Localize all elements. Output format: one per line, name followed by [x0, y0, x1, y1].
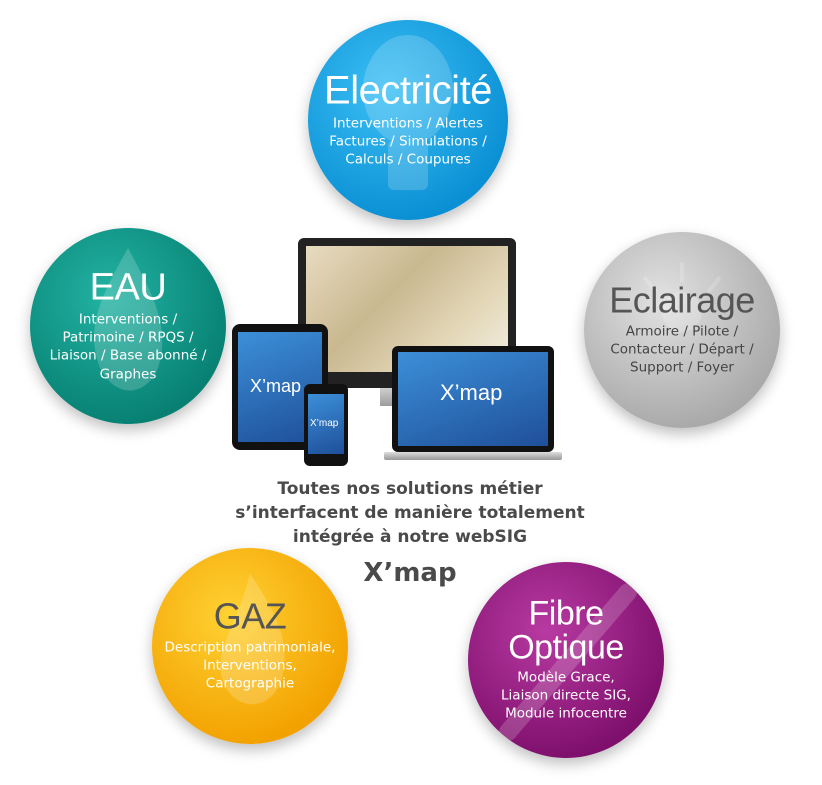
electricite-desc-line: Interventions / Alertes — [332, 115, 484, 132]
eclairage-desc-line: Armoire / Pilote / — [625, 323, 739, 340]
circle-eau[interactable]: EAU Interventions / Patrimoine / RPQS / … — [30, 228, 226, 424]
electricite-content: Electricité Interventions / Alertes Fact… — [308, 71, 508, 170]
circle-eclairage[interactable]: Eclairage Armoire / Pilote / Contacteur … — [584, 232, 780, 428]
brand-xmap: X’map — [363, 558, 457, 588]
water-drop-icon — [94, 248, 163, 391]
fiber-cable-icon — [499, 583, 637, 741]
fibre-desc-line: Liaison directe SIG, — [501, 687, 631, 704]
tagline-line: s’interfacent de manière totalement — [235, 502, 585, 523]
circle-electricite[interactable]: Electricité Interventions / Alertes Fact… — [308, 20, 508, 220]
phone-label: X’map — [310, 418, 339, 429]
eau-desc-line: Liaison / Base abonné / — [49, 348, 207, 364]
phone: X’map — [304, 384, 348, 466]
electricite-title: Electricité — [324, 68, 492, 113]
gaz-desc: Description patrimoniale, Interventions,… — [152, 639, 348, 694]
laptop-base — [384, 452, 562, 460]
phone-screen — [308, 394, 344, 454]
eclairage-desc-line: Support / Foyer — [630, 360, 734, 377]
fibre-title-line: Optique — [508, 628, 624, 667]
fibre-title-line: Fibre — [528, 594, 604, 633]
laptop: X’map — [392, 346, 554, 452]
electricite-desc: Interventions / Alertes Factures / Simul… — [308, 115, 508, 170]
tagline: Toutes nos solutions métier s’interfacen… — [200, 478, 620, 549]
lamp-icon — [642, 262, 722, 332]
eau-desc-line: Graphes — [99, 366, 157, 383]
eau-title: EAU — [89, 266, 167, 309]
gaz-title: GAZ — [213, 595, 287, 637]
fibre-desc: Modèle Grace, Liaison directe SIG, Modul… — [468, 669, 664, 724]
eau-content: EAU Interventions / Patrimoine / RPQS / … — [30, 269, 226, 384]
eau-desc-line: Patrimoine / RPQS / — [62, 329, 194, 346]
eclairage-content: Eclairage Armoire / Pilote / Contacteur … — [584, 279, 780, 378]
electricite-desc-line: Calculs / Coupures — [345, 152, 471, 169]
tablet-label: X’map — [250, 376, 302, 396]
tagline-line: intégrée à notre webSIG — [292, 526, 528, 547]
gaz-content: GAZ Description patrimoniale, Interventi… — [152, 595, 348, 694]
fibre-content: Fibre Optique Modèle Grace, Liaison dire… — [468, 597, 664, 724]
gaz-desc-line: Cartographie — [205, 676, 295, 693]
fibre-desc-line: Module infocentre — [505, 706, 627, 723]
flame-icon — [220, 573, 285, 705]
eau-desc-line: Interventions / — [78, 311, 178, 328]
light-bulb-icon — [363, 35, 453, 190]
tagline-line: Toutes nos solutions métier — [277, 479, 543, 499]
laptop-label: X’map — [440, 380, 503, 405]
circle-fibre-optique[interactable]: Fibre Optique Modèle Grace, Liaison dire… — [468, 562, 664, 758]
eclairage-title: Eclairage — [609, 279, 755, 321]
electricite-desc-line: Factures / Simulations / — [329, 133, 487, 150]
eclairage-desc: Armoire / Pilote / Contacteur / Départ /… — [584, 323, 780, 378]
fibre-title: Fibre Optique — [468, 597, 664, 665]
gaz-desc-line: Interventions, — [203, 657, 297, 674]
gaz-desc-line: Description patrimoniale, — [164, 639, 336, 656]
fibre-desc-line: Modèle Grace, — [517, 669, 615, 686]
eau-desc: Interventions / Patrimoine / RPQS / Liai… — [30, 311, 226, 384]
eclairage-desc-line: Contacteur / Départ / — [610, 341, 754, 358]
laptop-screen — [398, 352, 548, 446]
circle-gaz[interactable]: GAZ Description patrimoniale, Interventi… — [152, 548, 348, 744]
